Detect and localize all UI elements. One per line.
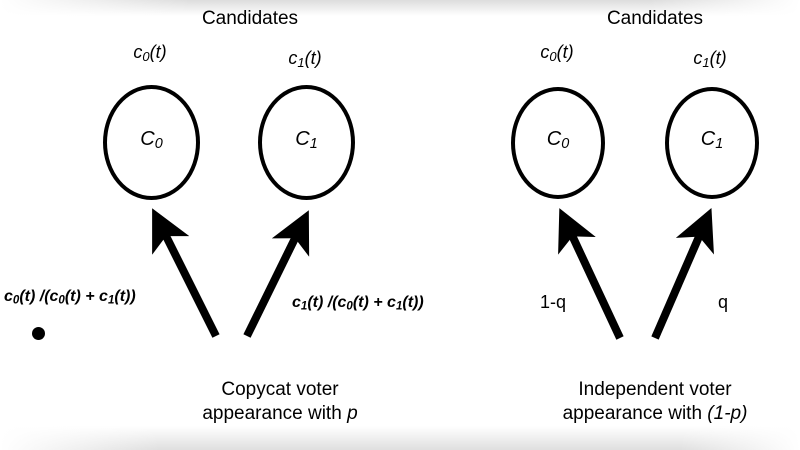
node-inner-label-c1-right: C1 (665, 128, 759, 153)
node-inner-label-c1-left-subscript: 1 (309, 136, 318, 153)
node-top-label-c1-right-base: c (693, 48, 703, 68)
f-l-d: (t) + (64, 288, 100, 305)
f-r-s2: 0 (346, 300, 353, 313)
f-r-c: c (337, 294, 347, 311)
node-inner-label-c1-right-base: C (700, 128, 716, 150)
node-ellipse-c1-right[interactable] (665, 87, 759, 199)
arrow-to-c1-right (651, 208, 714, 340)
node-top-label-c0-left-base: c (133, 42, 143, 62)
node-top-label-c1-left-base: c (288, 48, 298, 68)
f-l-f: (t)) (114, 288, 136, 305)
bottom-gradient-band (0, 426, 800, 450)
arrow-to-c0-right (558, 208, 624, 340)
edge-weight-label-to-c0-left: c0(t) /(c0(t) + c1(t)) (4, 288, 136, 308)
bullet-dot-marker (32, 327, 45, 340)
node-inner-label-c1-left: C1 (258, 128, 355, 153)
f-l-b: (t) /( (19, 288, 50, 305)
top-gradient-fade-left (0, 0, 190, 16)
node-top-label-c1-right-rest: (t) (709, 48, 727, 68)
node-top-label-c0-left-rest: (t) (149, 42, 167, 62)
node-top-label-c1-left: c1(t) (245, 48, 365, 71)
panel-caption-copycat-line2-symbol: p (347, 402, 358, 424)
panel-caption-copycat: Copycat voter appearance with p (165, 378, 395, 426)
node-top-label-c0-left: c0(t) (90, 42, 210, 65)
bottom-gradient-fade-right (680, 426, 800, 450)
panel-caption-independent: Independent voter appearance with (1-p) (525, 378, 785, 426)
node-inner-label-c0-right-base: C (546, 128, 562, 150)
panel-caption-independent-line2-symbol: (1-p) (707, 402, 748, 424)
group-title-candidates-right: Candidates (606, 8, 704, 29)
f-r-f: (t)) (402, 294, 424, 311)
edge-weight-label-to-c1-right: q (718, 292, 729, 312)
f-l-e: c (99, 288, 108, 305)
f-l-s2: 0 (58, 294, 65, 307)
node-inner-label-c1-left-base: C (295, 128, 310, 150)
node-inner-label-c0-right-subscript: 0 (561, 136, 570, 153)
arrow-to-c1-left (243, 210, 310, 338)
f-r-e: c (387, 294, 396, 311)
node-top-label-c1-left-subscript: 1 (297, 54, 305, 70)
panel-caption-independent-line1: Independent voter (578, 379, 732, 400)
f-l-s3: 1 (107, 294, 115, 307)
node-ellipse-c0-left[interactable] (103, 85, 200, 200)
bottom-gradient-fade-left (0, 426, 160, 450)
f-l-s1: 0 (12, 294, 20, 307)
node-top-label-c0-right-rest: (t) (556, 42, 574, 62)
arrow-to-c0-left (152, 208, 220, 338)
group-title-candidates-left: Candidates (201, 8, 299, 29)
node-inner-label-c0-left-subscript: 0 (154, 136, 163, 153)
f-l-a: c (4, 288, 13, 305)
edge-weight-label-to-c0-right: 1-q (540, 292, 567, 312)
node-inner-label-c1-right-subscript: 1 (715, 136, 724, 153)
node-ellipse-c1-left[interactable] (258, 85, 355, 200)
node-top-label-c0-right-base: c (540, 42, 550, 62)
panel-caption-copycat-line1: Copycat voter (221, 379, 339, 400)
panel-caption-independent-line2-prefix: appearance with (562, 402, 703, 424)
f-r-d: (t) + (352, 294, 388, 311)
node-top-label-c0-right-subscript: 0 (549, 48, 557, 64)
node-top-label-c1-right-subscript: 1 (702, 54, 710, 70)
node-top-label-c0-left-subscript: 0 (142, 48, 150, 64)
panel-caption-copycat-line2-prefix: appearance with (202, 402, 342, 424)
node-top-label-c0-right: c0(t) (497, 42, 617, 65)
node-top-label-c1-left-rest: (t) (304, 48, 322, 68)
edge-weight-label-to-c1-left: c1(t) /(c0(t) + c1(t)) (292, 294, 424, 314)
node-top-label-c1-right: c1(t) (650, 48, 770, 71)
node-ellipse-c0-right[interactable] (511, 87, 605, 199)
f-l-c: c (49, 288, 59, 305)
f-r-a: c (292, 294, 301, 311)
node-inner-label-c0-right: C0 (511, 128, 605, 153)
f-r-b: (t) /( (307, 294, 338, 311)
node-inner-label-c0-left-base: C (140, 128, 155, 150)
node-inner-label-c0-left: C0 (103, 128, 200, 153)
f-r-s3: 1 (395, 300, 403, 313)
